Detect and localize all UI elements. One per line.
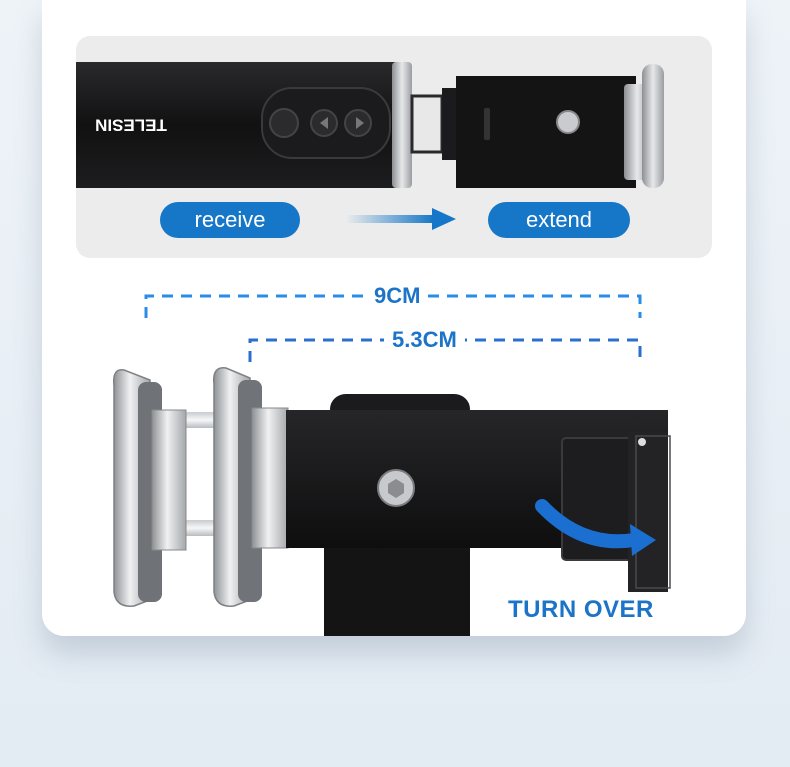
- inner-dimension-label: 5.3CM: [384, 327, 465, 353]
- phone-clamp-illustration: [112, 367, 671, 636]
- receive-badge: receive: [160, 202, 300, 238]
- turn-over-label: TURN OVER: [508, 596, 654, 623]
- extension-comparison-panel: TELESIN receive extend: [76, 36, 712, 258]
- selfie-stick-illustration: [76, 62, 664, 188]
- arrow-right-icon: [346, 208, 456, 230]
- brand-logo-text: TELESIN: [95, 116, 167, 135]
- product-card: TELESIN receive extend 9CM 5.3CM: [42, 0, 746, 636]
- clamp-stem: [324, 548, 470, 636]
- extend-badge: extend: [488, 202, 630, 238]
- turn-over-arrow-icon: [535, 499, 641, 549]
- outer-dimension-label: 9CM: [366, 283, 429, 309]
- rotated-brand-text: TELESIN: [95, 116, 167, 135]
